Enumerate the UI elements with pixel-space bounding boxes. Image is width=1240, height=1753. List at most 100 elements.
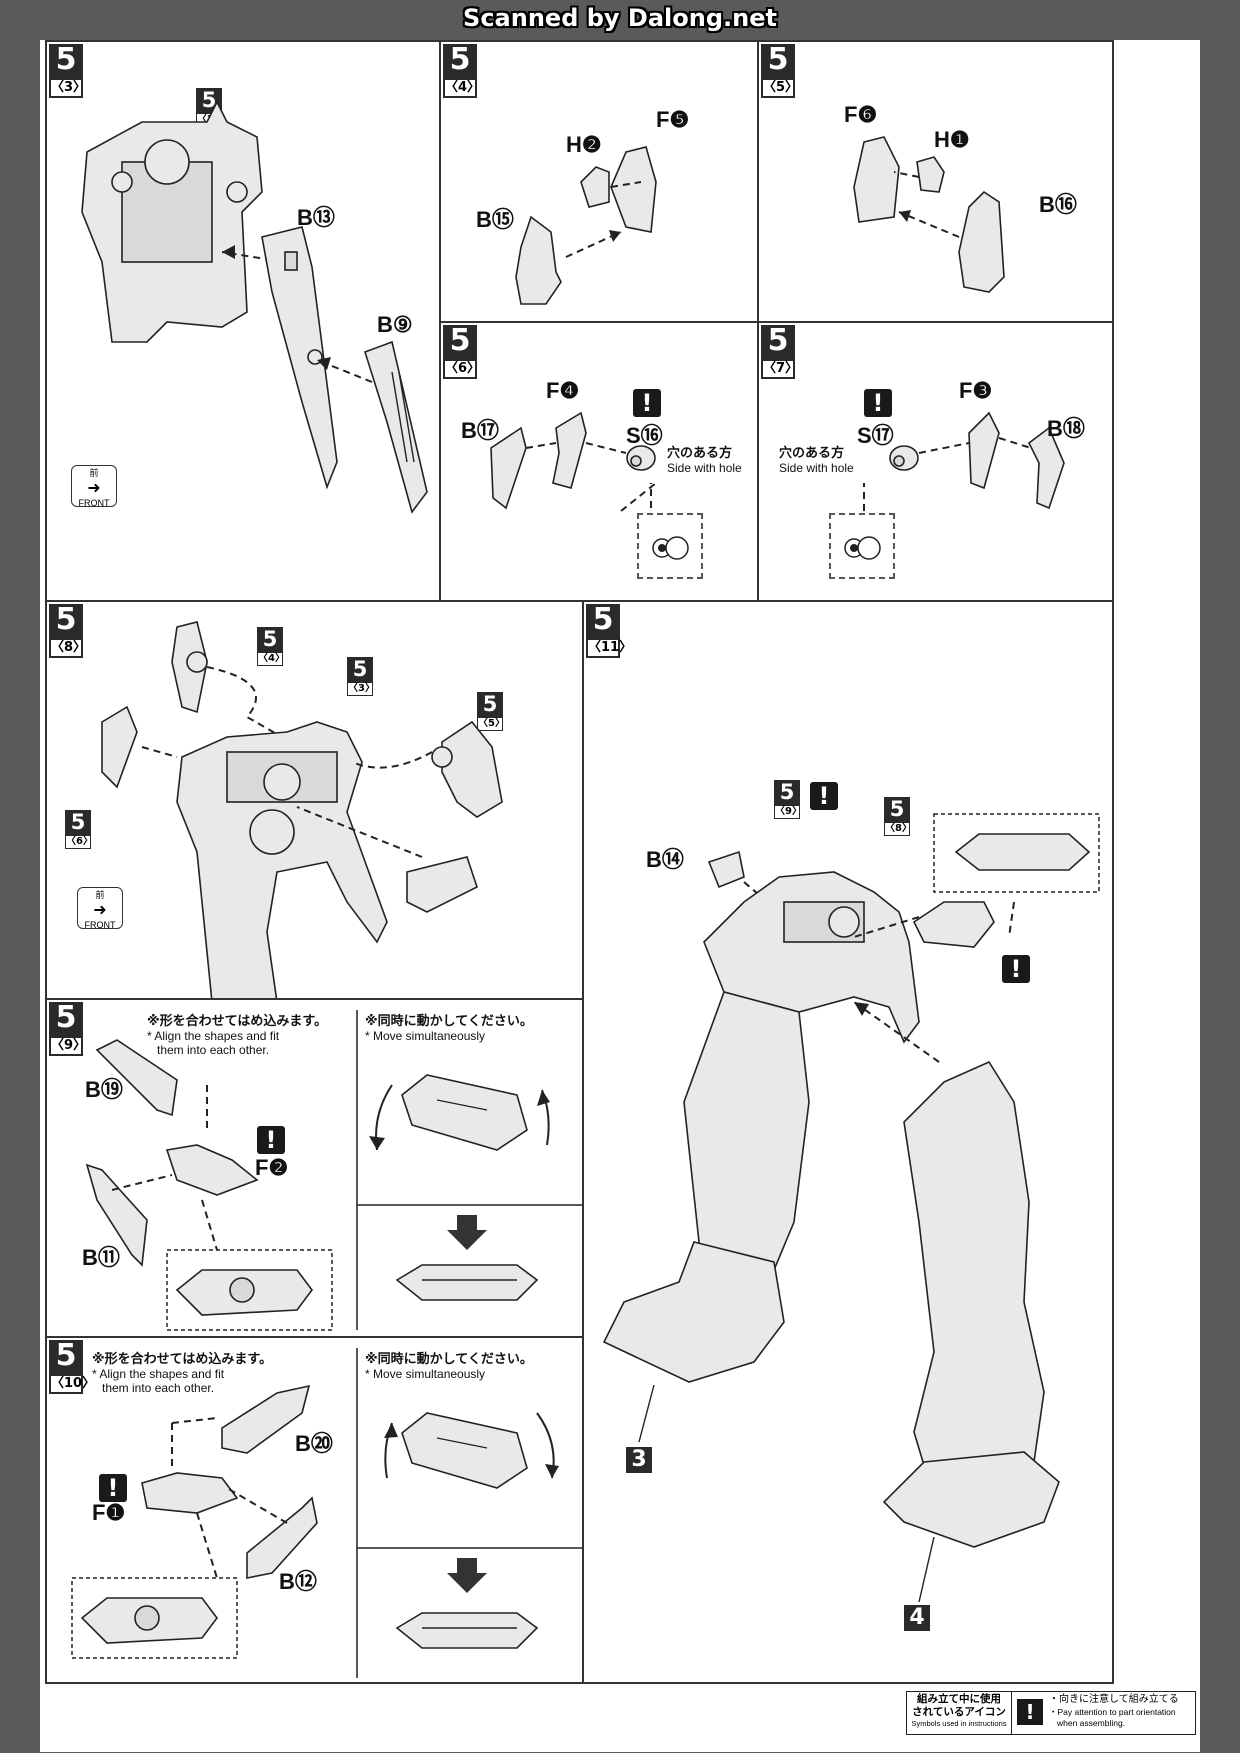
panel-step-5-7: 5〈7〉 F❸ ! S⑰ B⑱ 穴のある方 Side with hole xyxy=(757,321,1114,602)
ref-step-5-3: 5〈3〉 xyxy=(347,657,375,696)
legend-desc-en1: ・Pay attention to part orientation xyxy=(1049,1707,1176,1717)
step-number: 5 xyxy=(443,44,477,78)
front-en: FRONT xyxy=(78,498,110,508)
fit-note-jp: ※形を合わせてはめ込みます。 xyxy=(92,1352,273,1367)
step-sub: 〈9〉 xyxy=(49,1036,86,1056)
page-number: 12 xyxy=(48,1700,85,1730)
step-number: 5 xyxy=(49,1002,83,1036)
part-label: F❷ xyxy=(255,1155,289,1180)
part-label: B⑫ xyxy=(279,1569,317,1594)
part-label: B⑳ xyxy=(295,1431,333,1456)
part-label: S⑰ xyxy=(857,423,894,448)
leg-label-4: 4 xyxy=(904,1605,930,1631)
ref-number: 5 xyxy=(196,88,222,113)
fit-note-en2: them into each other. xyxy=(157,1043,270,1057)
assembly-drawing-fin-6 xyxy=(490,411,657,512)
instruction-page: 5〈3〉 5〈2〉 B⑬ B⑨ 前 ➜ FRONT 5〈4〉 xyxy=(40,40,1200,1752)
front-jp: 前 xyxy=(95,890,105,900)
fit-note: ※形を合わせてはめ込みます。 * Align the shapes and fi… xyxy=(92,1348,272,1395)
part-label: B⑮ xyxy=(476,207,514,232)
hole-note-jp: 穴のある方 xyxy=(779,446,845,461)
part-label: H❶ xyxy=(934,127,970,152)
legend-jp1: 組み立て中に使用 xyxy=(917,1693,1001,1705)
step-sub: 〈3〉 xyxy=(49,78,86,98)
legend-desc-jp: ・向きに注意して組み立てる xyxy=(1049,1694,1179,1705)
legend-jp2: されているアイコン xyxy=(912,1706,1006,1718)
legend-description: ・向きに注意して組み立てる ・Pay attention to part ori… xyxy=(1049,1694,1179,1728)
hole-note-en: Side with hole xyxy=(667,461,742,475)
step-label: 5〈10〉 xyxy=(49,1340,95,1394)
step-label: 5〈9〉 xyxy=(49,1002,86,1056)
part-label: F❻ xyxy=(844,102,878,127)
move-note-en: * Move simultaneously xyxy=(365,1029,486,1043)
ref-sub: 〈5〉 xyxy=(477,717,505,731)
step-number: 5 xyxy=(49,1340,83,1374)
exclamation-icon: ! xyxy=(864,389,892,417)
assembly-drawing-shield-9 xyxy=(85,1010,582,1331)
panel-step-5-8: 5〈8〉 5〈4〉 5〈3〉 5〈5〉 5〈6〉 前 ➜ FRONT xyxy=(45,600,584,1000)
step-label: 5〈7〉 xyxy=(761,325,798,379)
watermark: Scanned by Dalong.net xyxy=(463,4,777,32)
assembly-drawing-full-lower-body xyxy=(602,813,1100,1603)
ref-number: 5 xyxy=(477,692,503,717)
step-number: 5 xyxy=(49,604,83,638)
arrow-icon: ➜ xyxy=(93,902,107,919)
part-label: B⑰ xyxy=(461,418,499,443)
part-label: B⑨ xyxy=(377,312,413,337)
legend-title: 組み立て中に使用 されているアイコン Symbols used in instr… xyxy=(907,1692,1012,1734)
part-label: H❷ xyxy=(566,132,602,157)
step-sub: 〈7〉 xyxy=(761,359,798,379)
front-orientation-badge: 前 ➜ FRONT xyxy=(71,465,117,508)
part-label: B⑪ xyxy=(82,1245,120,1270)
move-note-jp: ※同時に動かしてください。 xyxy=(365,1352,533,1367)
assembly-drawing-shield-10 xyxy=(71,1348,582,1678)
exclamation-icon: ! xyxy=(257,1126,285,1154)
fit-note-en: * Align the shapes and fit xyxy=(147,1029,280,1043)
ref-step-5-4: 5〈4〉 xyxy=(257,627,285,666)
panel-step-5-10: 5〈10〉 ※形を合わせてはめ込みます。 * Align the shapes … xyxy=(45,1336,584,1684)
part-label: B⑯ xyxy=(1039,192,1077,217)
ref-step-5-5: 5〈5〉 xyxy=(477,692,505,731)
part-label: F❹ xyxy=(546,378,580,403)
move-note: ※同時に動かしてください。 * Move simultaneously xyxy=(365,1010,533,1043)
panel-step-5-4: 5〈4〉 H❷ F❺ B⑮ xyxy=(439,40,759,323)
ref-sub: 〈4〉 xyxy=(257,652,285,666)
step-sub: 〈10〉 xyxy=(49,1374,95,1394)
exclamation-icon: ! xyxy=(1017,1699,1043,1725)
ref-number: 5 xyxy=(774,780,800,805)
panel-step-5-3: 5〈3〉 5〈2〉 B⑬ B⑨ 前 ➜ FRONT xyxy=(45,40,441,602)
assembly-drawing-backpack xyxy=(101,621,503,998)
ref-step-5-8: 5〈8〉 xyxy=(884,797,912,836)
step-number: 5 xyxy=(443,325,477,359)
assembly-drawing-wing-left xyxy=(515,146,657,305)
step-label: 5〈11〉 xyxy=(586,604,632,658)
ref-sub: 〈6〉 xyxy=(65,835,93,849)
legend-en: Symbols used in instructions xyxy=(911,1719,1007,1728)
ref-number: 5 xyxy=(257,627,283,652)
hole-note: 穴のある方 Side with hole xyxy=(779,442,854,475)
ref-number: 5 xyxy=(884,797,910,822)
hole-callout xyxy=(829,513,895,579)
panel-step-5-11: 5〈11〉 5〈9〉 ! 5〈8〉 B⑭ ! 3 4 xyxy=(582,600,1114,1684)
part-label: B⑱ xyxy=(1047,416,1085,441)
hole-callout xyxy=(637,513,703,579)
panel-step-5-6: 5〈6〉 F❹ B⑰ ! S⑯ 穴のある方 Side with hole xyxy=(439,321,759,602)
move-note-en: * Move simultaneously xyxy=(365,1367,486,1381)
symbols-legend: 組み立て中に使用 されているアイコン Symbols used in instr… xyxy=(906,1691,1196,1735)
step-sub: 〈6〉 xyxy=(443,359,480,379)
hole-note: 穴のある方 Side with hole xyxy=(667,442,742,475)
part-label: B⑬ xyxy=(297,205,335,230)
panel-step-5-5: 5〈5〉 F❻ H❶ B⑯ xyxy=(757,40,1114,323)
exclamation-icon: ! xyxy=(633,389,661,417)
part-label: F❶ xyxy=(92,1500,126,1525)
fit-note: ※形を合わせてはめ込みます。 * Align the shapes and fi… xyxy=(147,1010,327,1057)
ref-step-5-9: 5〈9〉 xyxy=(774,780,802,819)
ref-step-5-6: 5〈6〉 xyxy=(65,810,93,849)
front-jp: 前 xyxy=(89,468,99,478)
step-sub: 〈11〉 xyxy=(586,638,632,658)
step-sub: 〈8〉 xyxy=(49,638,86,658)
legend-desc-en2: when assembling. xyxy=(1057,1718,1126,1728)
fit-note-en2: them into each other. xyxy=(102,1381,215,1395)
step-sub: 〈4〉 xyxy=(443,78,480,98)
front-en: FRONT xyxy=(84,920,116,930)
